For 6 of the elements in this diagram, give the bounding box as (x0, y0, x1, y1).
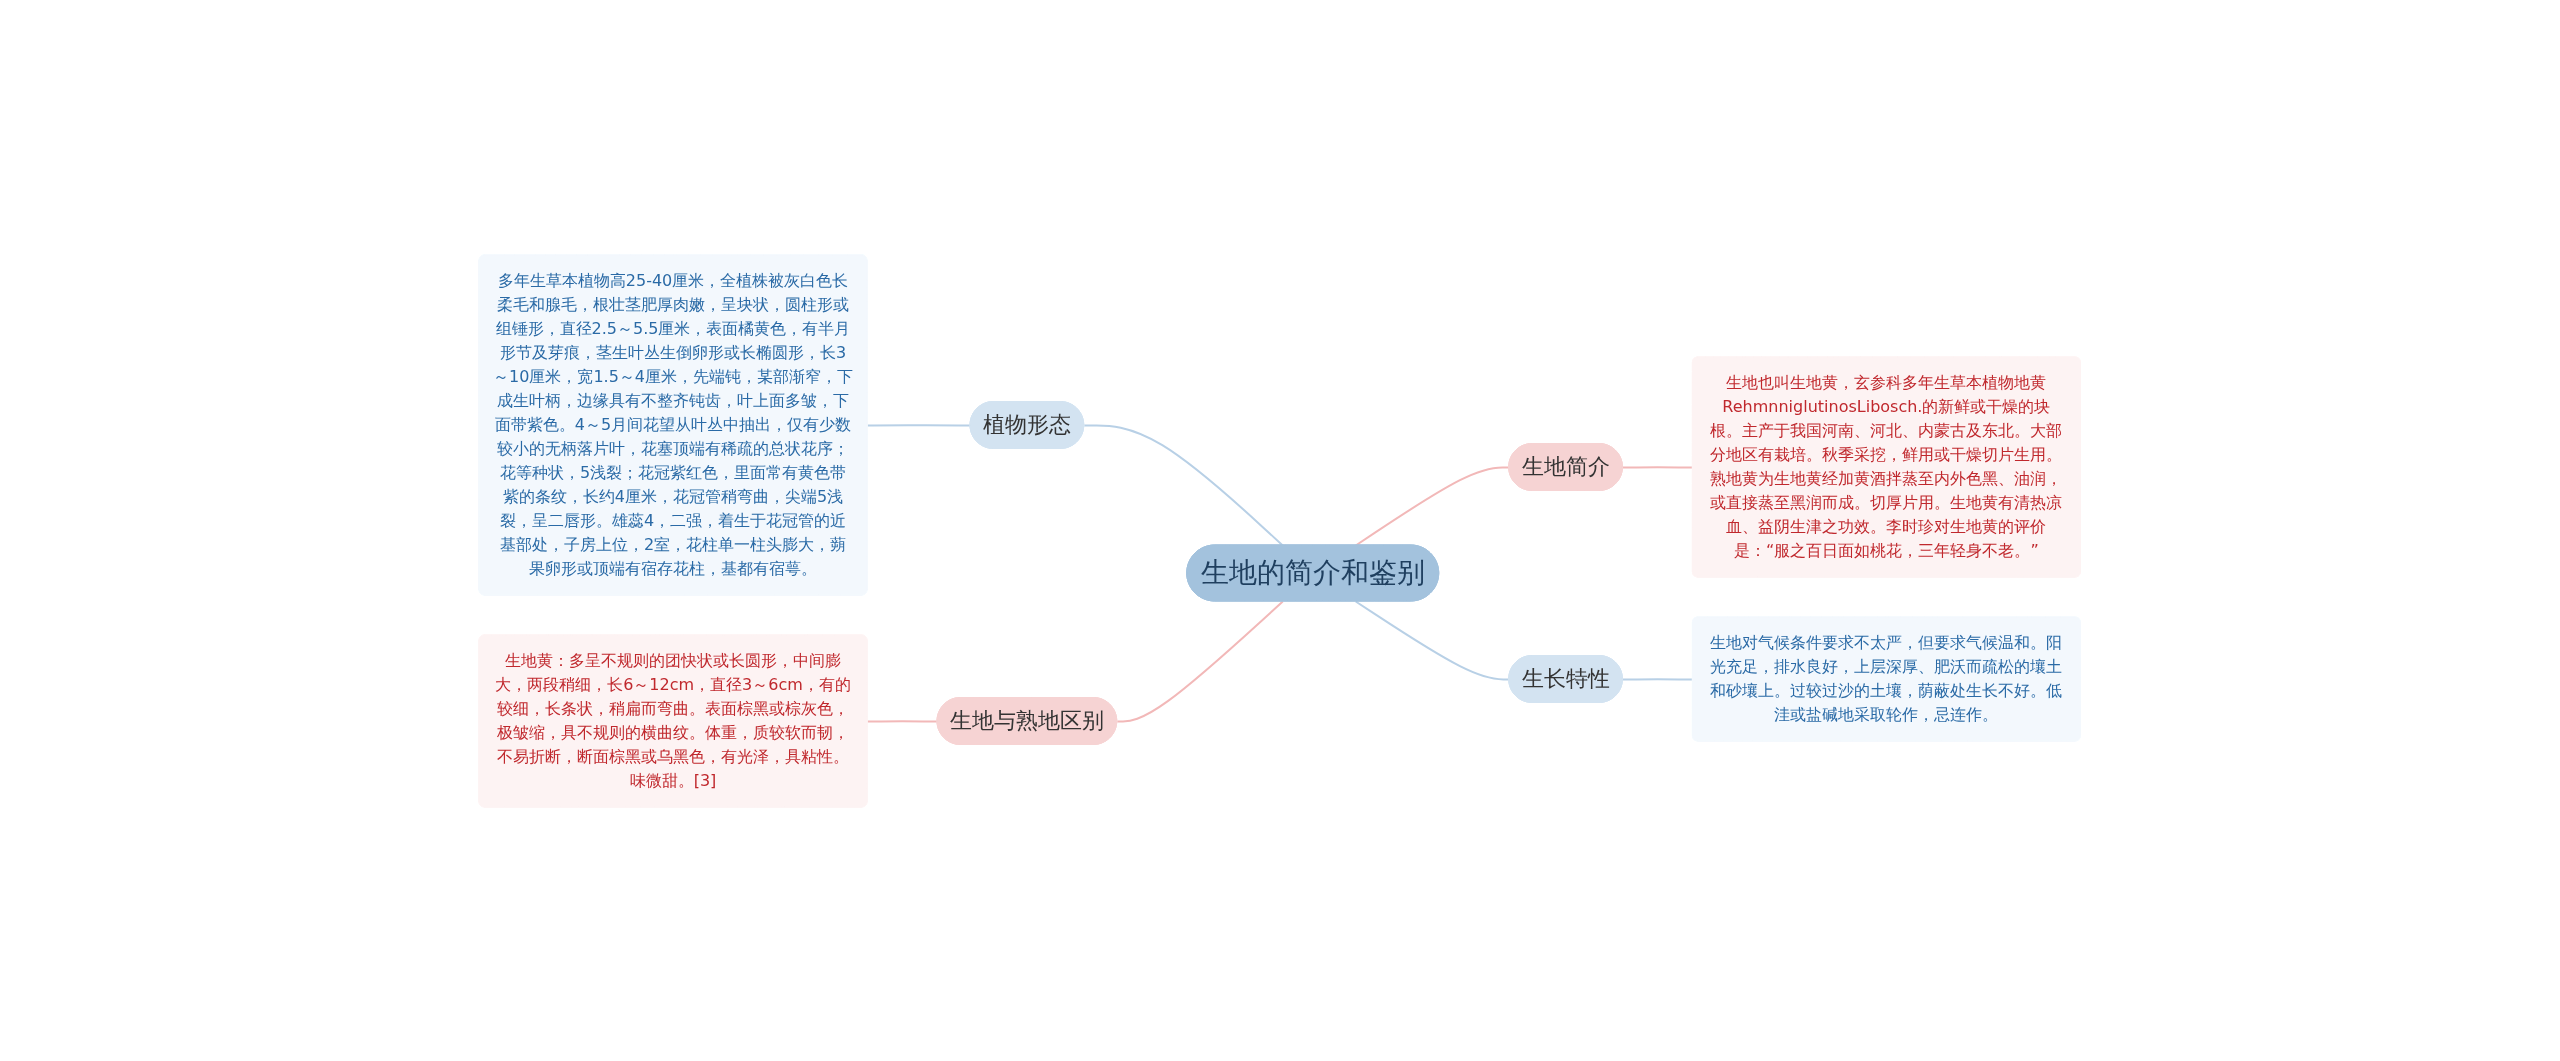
connector (1116, 600, 1285, 722)
connector (1355, 600, 1511, 680)
connector (1083, 423, 1285, 546)
connector (866, 719, 939, 722)
connector (1355, 465, 1511, 546)
connector (866, 423, 972, 426)
